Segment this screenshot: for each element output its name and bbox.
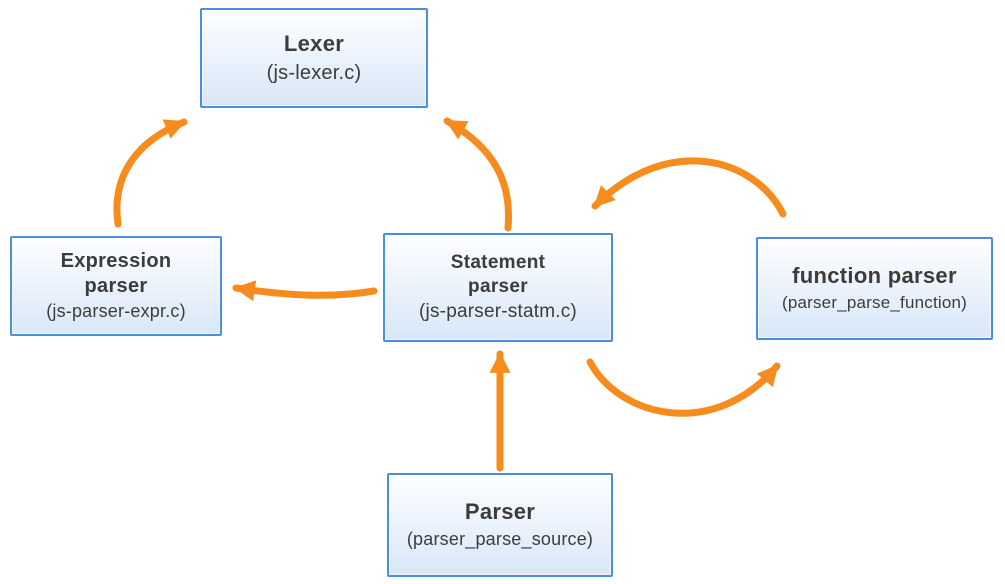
node-parser: Parser (parser_parse_source) — [387, 473, 613, 577]
edge-statement-parser-to-function-parser — [586, 358, 781, 417]
node-lexer-title: Lexer — [283, 31, 345, 57]
node-statement-parser-title: Statement parser — [450, 252, 546, 297]
node-function-parser: function parser (parser_parse_function) — [756, 237, 993, 340]
node-function-parser-title: function parser — [792, 263, 957, 289]
edge-statement-parser-to-expression-parser — [232, 280, 378, 302]
node-parser-title: Parser — [464, 499, 536, 525]
edge-statement-parser-to-lexer — [443, 117, 513, 232]
node-function-parser-subtitle: (parser_parse_function) — [781, 293, 968, 313]
edge-expression-parser-to-lexer — [113, 118, 188, 228]
node-expression-parser: Expression parser (js-parser-expr.c) — [10, 236, 222, 336]
node-expression-parser-subtitle: (js-parser-expr.c) — [46, 301, 186, 322]
edge-function-parser-to-statement-parser — [591, 157, 787, 218]
node-lexer-subtitle: (js-lexer.c) — [266, 61, 362, 84]
node-lexer: Lexer (js-lexer.c) — [200, 8, 428, 108]
node-statement-parser: Statement parser (js-parser-statm.c) — [383, 233, 613, 342]
node-parser-subtitle: (parser_parse_source) — [406, 529, 594, 550]
node-expression-parser-title: Expression parser — [60, 250, 172, 297]
node-statement-parser-subtitle: (js-parser-statm.c) — [419, 300, 577, 322]
